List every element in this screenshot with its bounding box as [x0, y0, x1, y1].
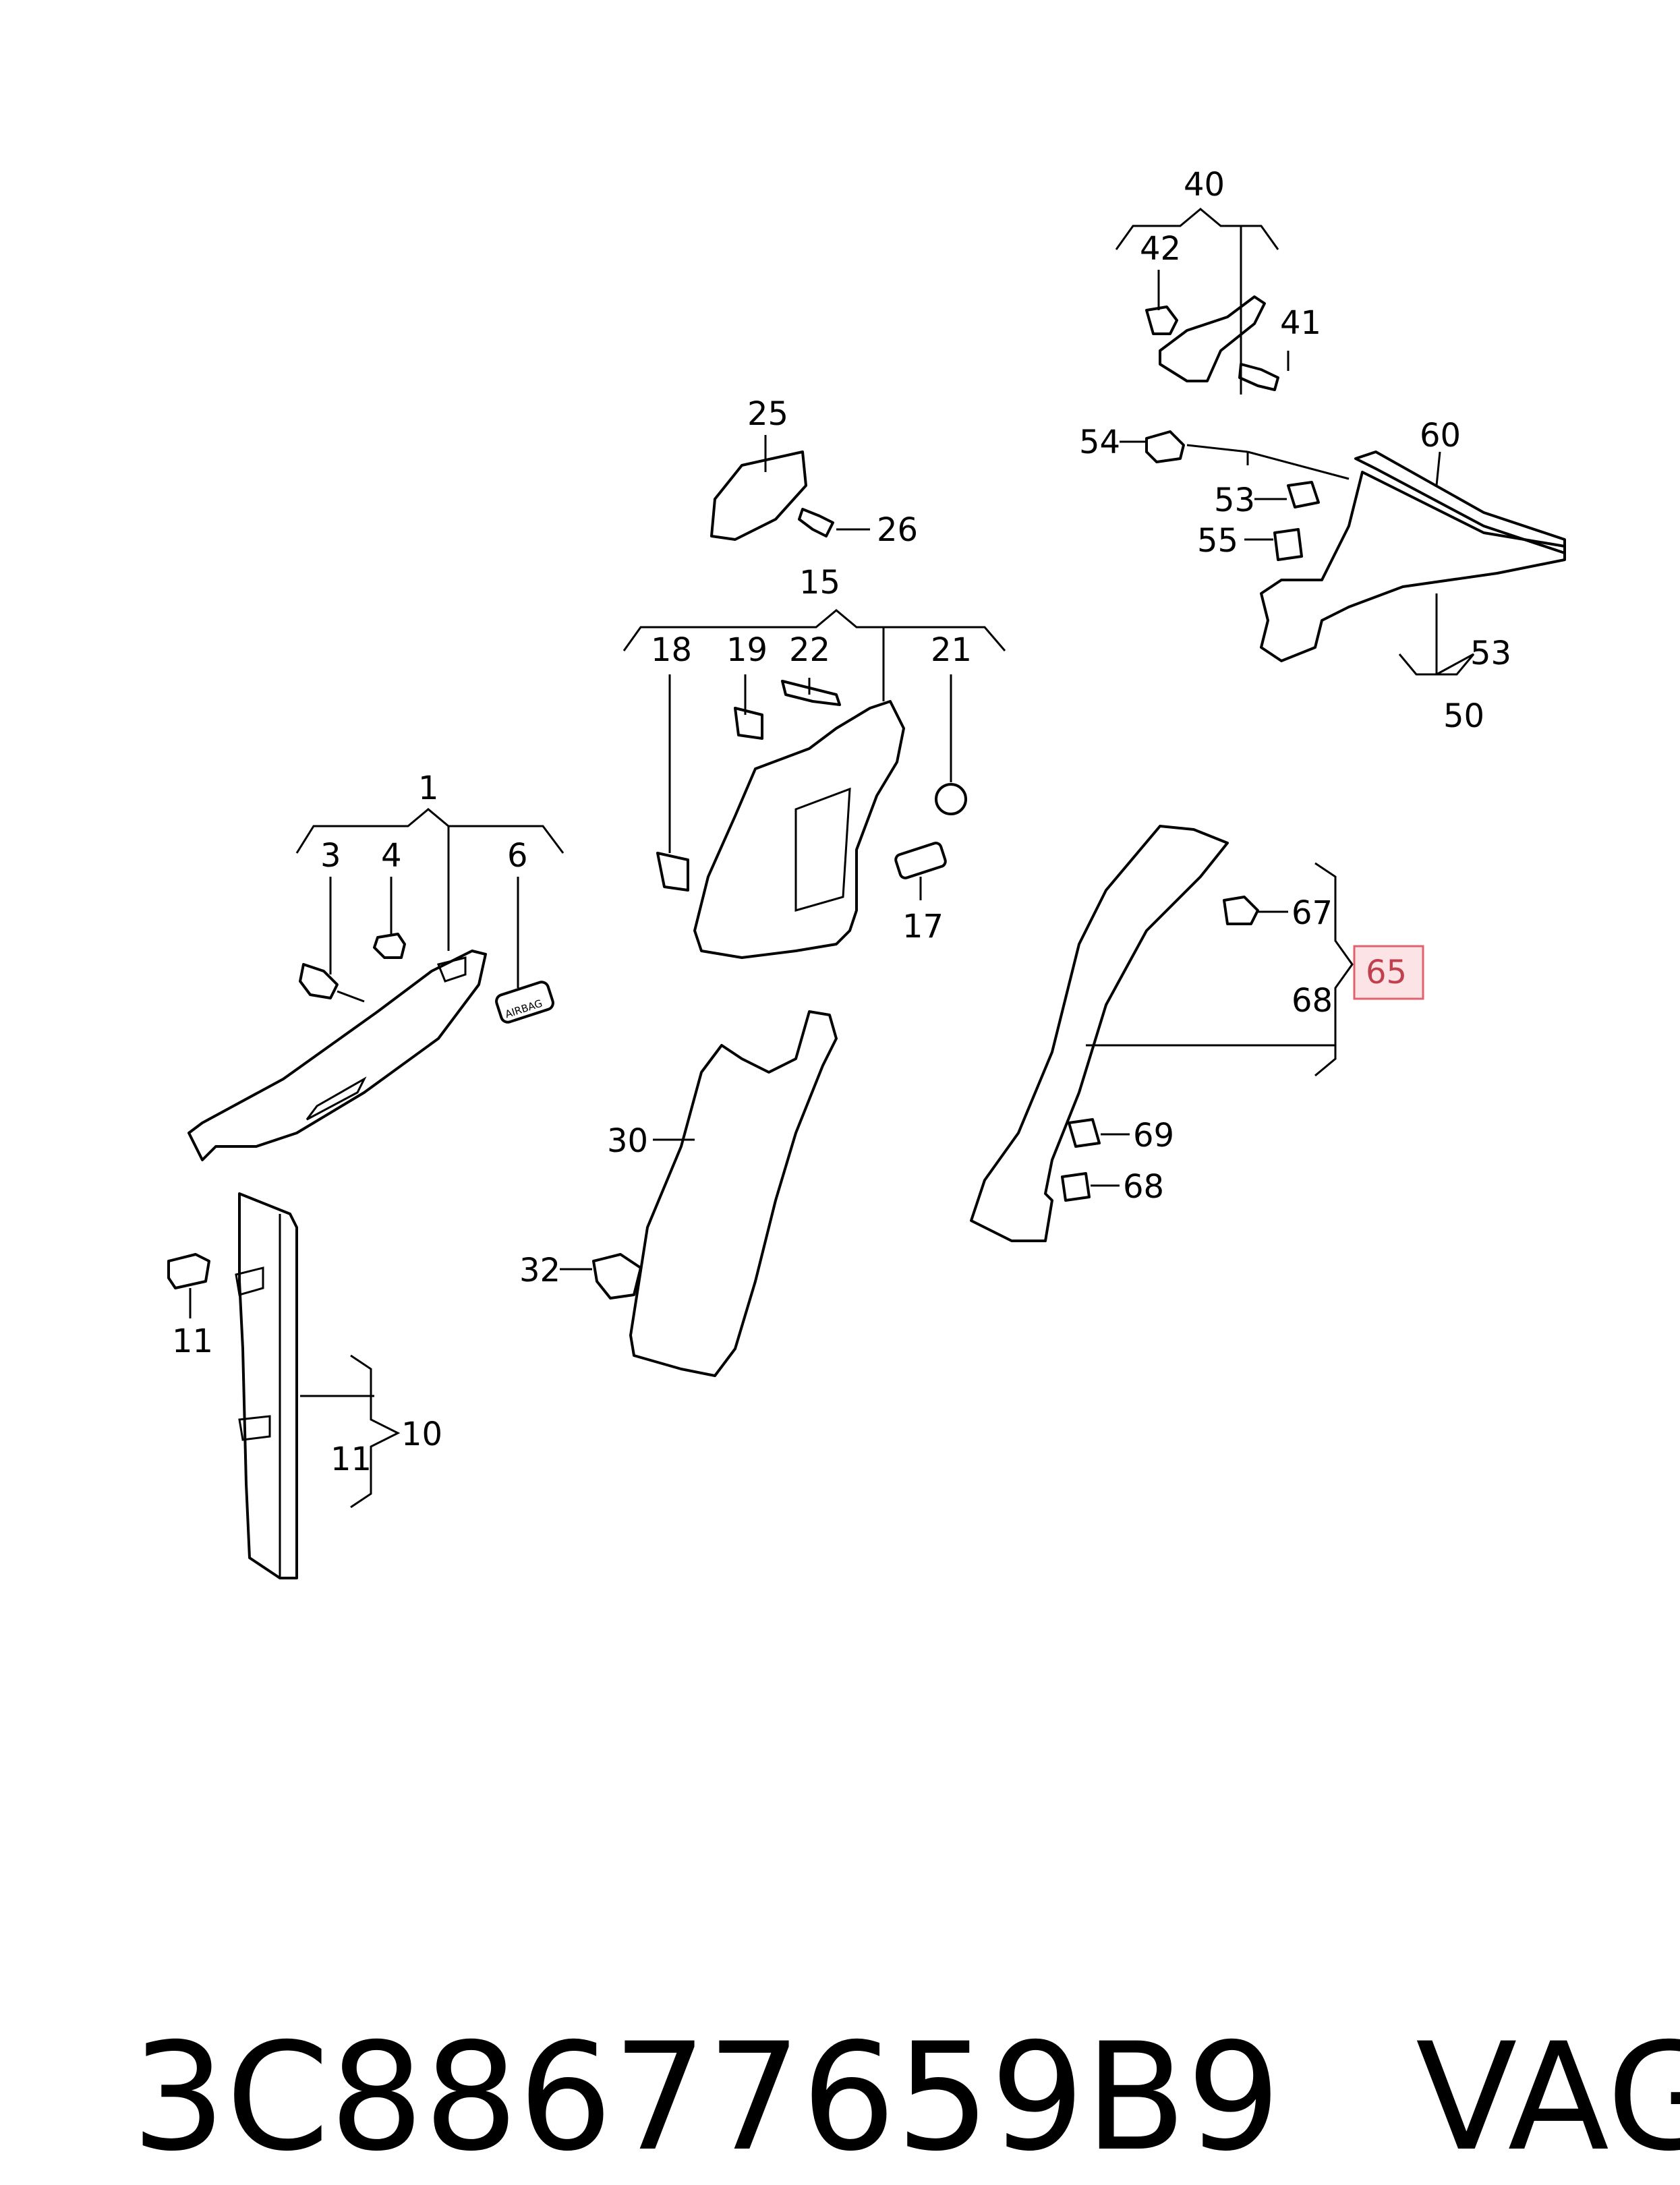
- clip-part-3: [299, 963, 365, 1003]
- clip-part-67: [1223, 896, 1259, 925]
- clip-part-21: [935, 783, 967, 815]
- part-group-30: 30 32: [519, 1010, 838, 1377]
- airbag-badge-part-17: [894, 842, 947, 879]
- callout-67: 67: [1292, 894, 1333, 932]
- callout-30: 30: [607, 1122, 648, 1160]
- callout-3: 3: [320, 837, 341, 875]
- callout-22: 22: [789, 631, 830, 669]
- a-pillar-lower-trim: [238, 1192, 298, 1579]
- clip-part-19: [734, 707, 763, 740]
- clip-part-68: [1061, 1172, 1091, 1202]
- b-pillar-lower-trim: [629, 1010, 838, 1377]
- clip-part-42: [1145, 305, 1178, 335]
- callout-32: 32: [519, 1252, 560, 1289]
- callout-4: 4: [381, 837, 402, 875]
- callout-55: 55: [1197, 522, 1238, 560]
- clip-part-18: [656, 852, 689, 892]
- callout-6: 6: [507, 837, 528, 875]
- screw-part-41: [1238, 363, 1279, 391]
- callout-65: 65: [1366, 954, 1407, 991]
- callout-18: 18: [651, 631, 692, 669]
- callout-19: 19: [726, 631, 767, 669]
- callout-26: 26: [877, 511, 918, 549]
- clip-part-4: [373, 933, 406, 959]
- callout-10: 10: [401, 1416, 442, 1453]
- callout-11-bracket: 11: [330, 1440, 372, 1478]
- screw-part-22: [781, 680, 841, 706]
- callout-53-upper: 53: [1214, 482, 1255, 519]
- weatherstrip-part-60: [1354, 450, 1566, 554]
- pillar-trim-part-65: [970, 825, 1229, 1242]
- clip-part-54: [1145, 430, 1185, 463]
- airbag-badge-part-6: AIRBAG: [495, 981, 554, 1024]
- footer-caption: 3C88677659B9 VAG: [37, 1834, 1680, 2184]
- callout-68-lower: 68: [1123, 1168, 1164, 1206]
- screw-part-26: [798, 508, 834, 537]
- callout-42: 42: [1140, 230, 1181, 268]
- callout-60: 60: [1420, 417, 1461, 455]
- bracket-part-40: [1159, 295, 1266, 382]
- highlight-box-65: [1353, 945, 1424, 1000]
- clip-part-55: [1273, 528, 1303, 561]
- clip-part-32: [592, 1253, 642, 1300]
- part-group-50: 54 53 55 60 53 50: [1079, 417, 1566, 735]
- callout-17: 17: [902, 908, 944, 945]
- a-pillar-upper-trim: [187, 950, 487, 1161]
- clip-part-11: [167, 1253, 210, 1289]
- callout-41: 41: [1280, 304, 1321, 342]
- callout-68-upper: 68: [1292, 982, 1333, 1020]
- part-group-25: 25 26: [710, 395, 918, 549]
- b-pillar-upper-trim: [693, 700, 905, 959]
- part-group-65: 65 67 68 69 68: [970, 825, 1424, 1242]
- callout-21: 21: [931, 631, 972, 669]
- callout-53-lower: 53: [1470, 635, 1511, 672]
- callout-50: 50: [1443, 697, 1484, 735]
- callout-69: 69: [1133, 1117, 1174, 1155]
- part-group-40: 40 42 41: [1115, 166, 1321, 395]
- callout-25: 25: [747, 395, 788, 433]
- parts-diagram: 1 3 4 6 AIRBAG 10 11 11: [167, 166, 1566, 1579]
- callout-11-clip: 11: [172, 1322, 213, 1360]
- clip-part-53: [1287, 481, 1320, 508]
- part-number: 3C88677659B9: [131, 2011, 1281, 2184]
- callout-54: 54: [1079, 424, 1120, 461]
- part-group-1: 1 3 4 6 AIRBAG: [187, 769, 564, 1161]
- part-group-10: 10 11 11: [167, 1192, 442, 1579]
- clip-part-69: [1068, 1118, 1101, 1148]
- callout-15: 15: [799, 564, 840, 602]
- callout-1: 1: [418, 769, 439, 807]
- callout-40: 40: [1184, 166, 1225, 204]
- c-pillar-trim: [1260, 471, 1566, 662]
- brand-name: VAG: [1416, 2011, 1680, 2184]
- part-group-15: 15 18 19 22 21 17: [622, 564, 1006, 959]
- cover-part-25: [710, 450, 807, 541]
